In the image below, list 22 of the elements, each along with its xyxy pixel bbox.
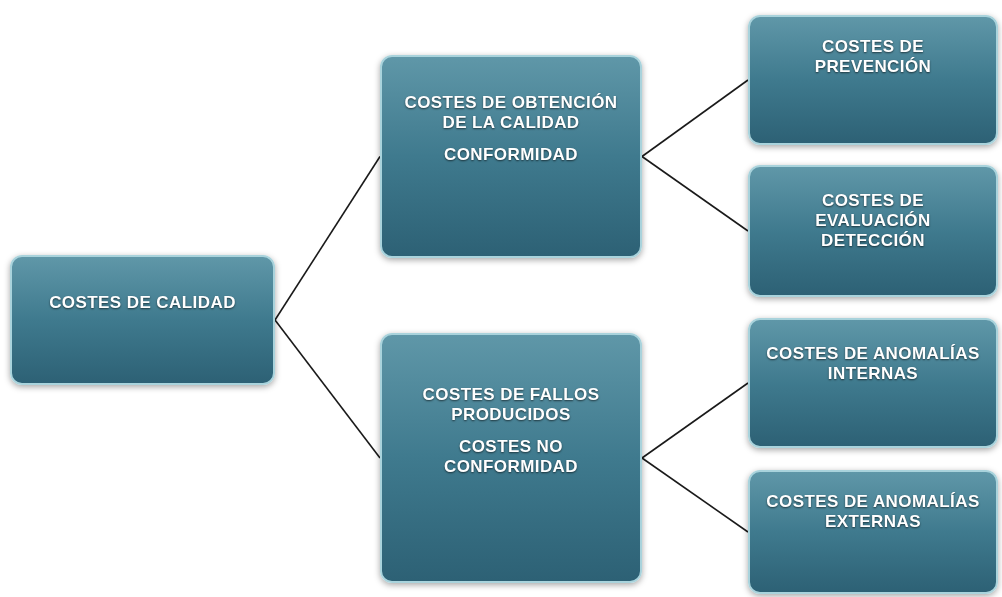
box-label: COSTES DE PREVENCIÓN <box>813 37 933 77</box>
connector-line <box>274 319 381 459</box>
box-label: COSTES DE CALIDAD <box>49 293 236 313</box>
category-box <box>748 165 998 297</box>
category-box <box>748 318 998 448</box>
connector-line <box>641 457 749 533</box>
box-label: CONFORMIDAD <box>443 145 579 165</box>
box-label: COSTES DE EVALUACIÓN DETECCIÓN <box>814 191 932 251</box>
category-box <box>748 470 998 594</box>
connector-line <box>641 79 749 158</box>
box-label: COSTES DE ANOMALÍAS INTERNAS <box>765 344 981 384</box>
connector-line <box>641 155 749 232</box>
box-label: COSTES DE OBTENCIÓN DE LA CALIDAD <box>403 93 619 133</box>
category-box <box>380 55 642 258</box>
connector-line <box>274 155 381 321</box>
box-label: COSTES DE FALLOS PRODUCIDOS <box>421 385 601 425</box>
box-label: COSTES DE ANOMALÍAS EXTERNAS <box>765 492 981 532</box>
connector-line <box>641 382 749 459</box>
category-box <box>380 333 642 583</box>
box-label: COSTES NO CONFORMIDAD <box>442 437 580 477</box>
category-box <box>748 15 998 145</box>
category-box <box>10 255 275 385</box>
